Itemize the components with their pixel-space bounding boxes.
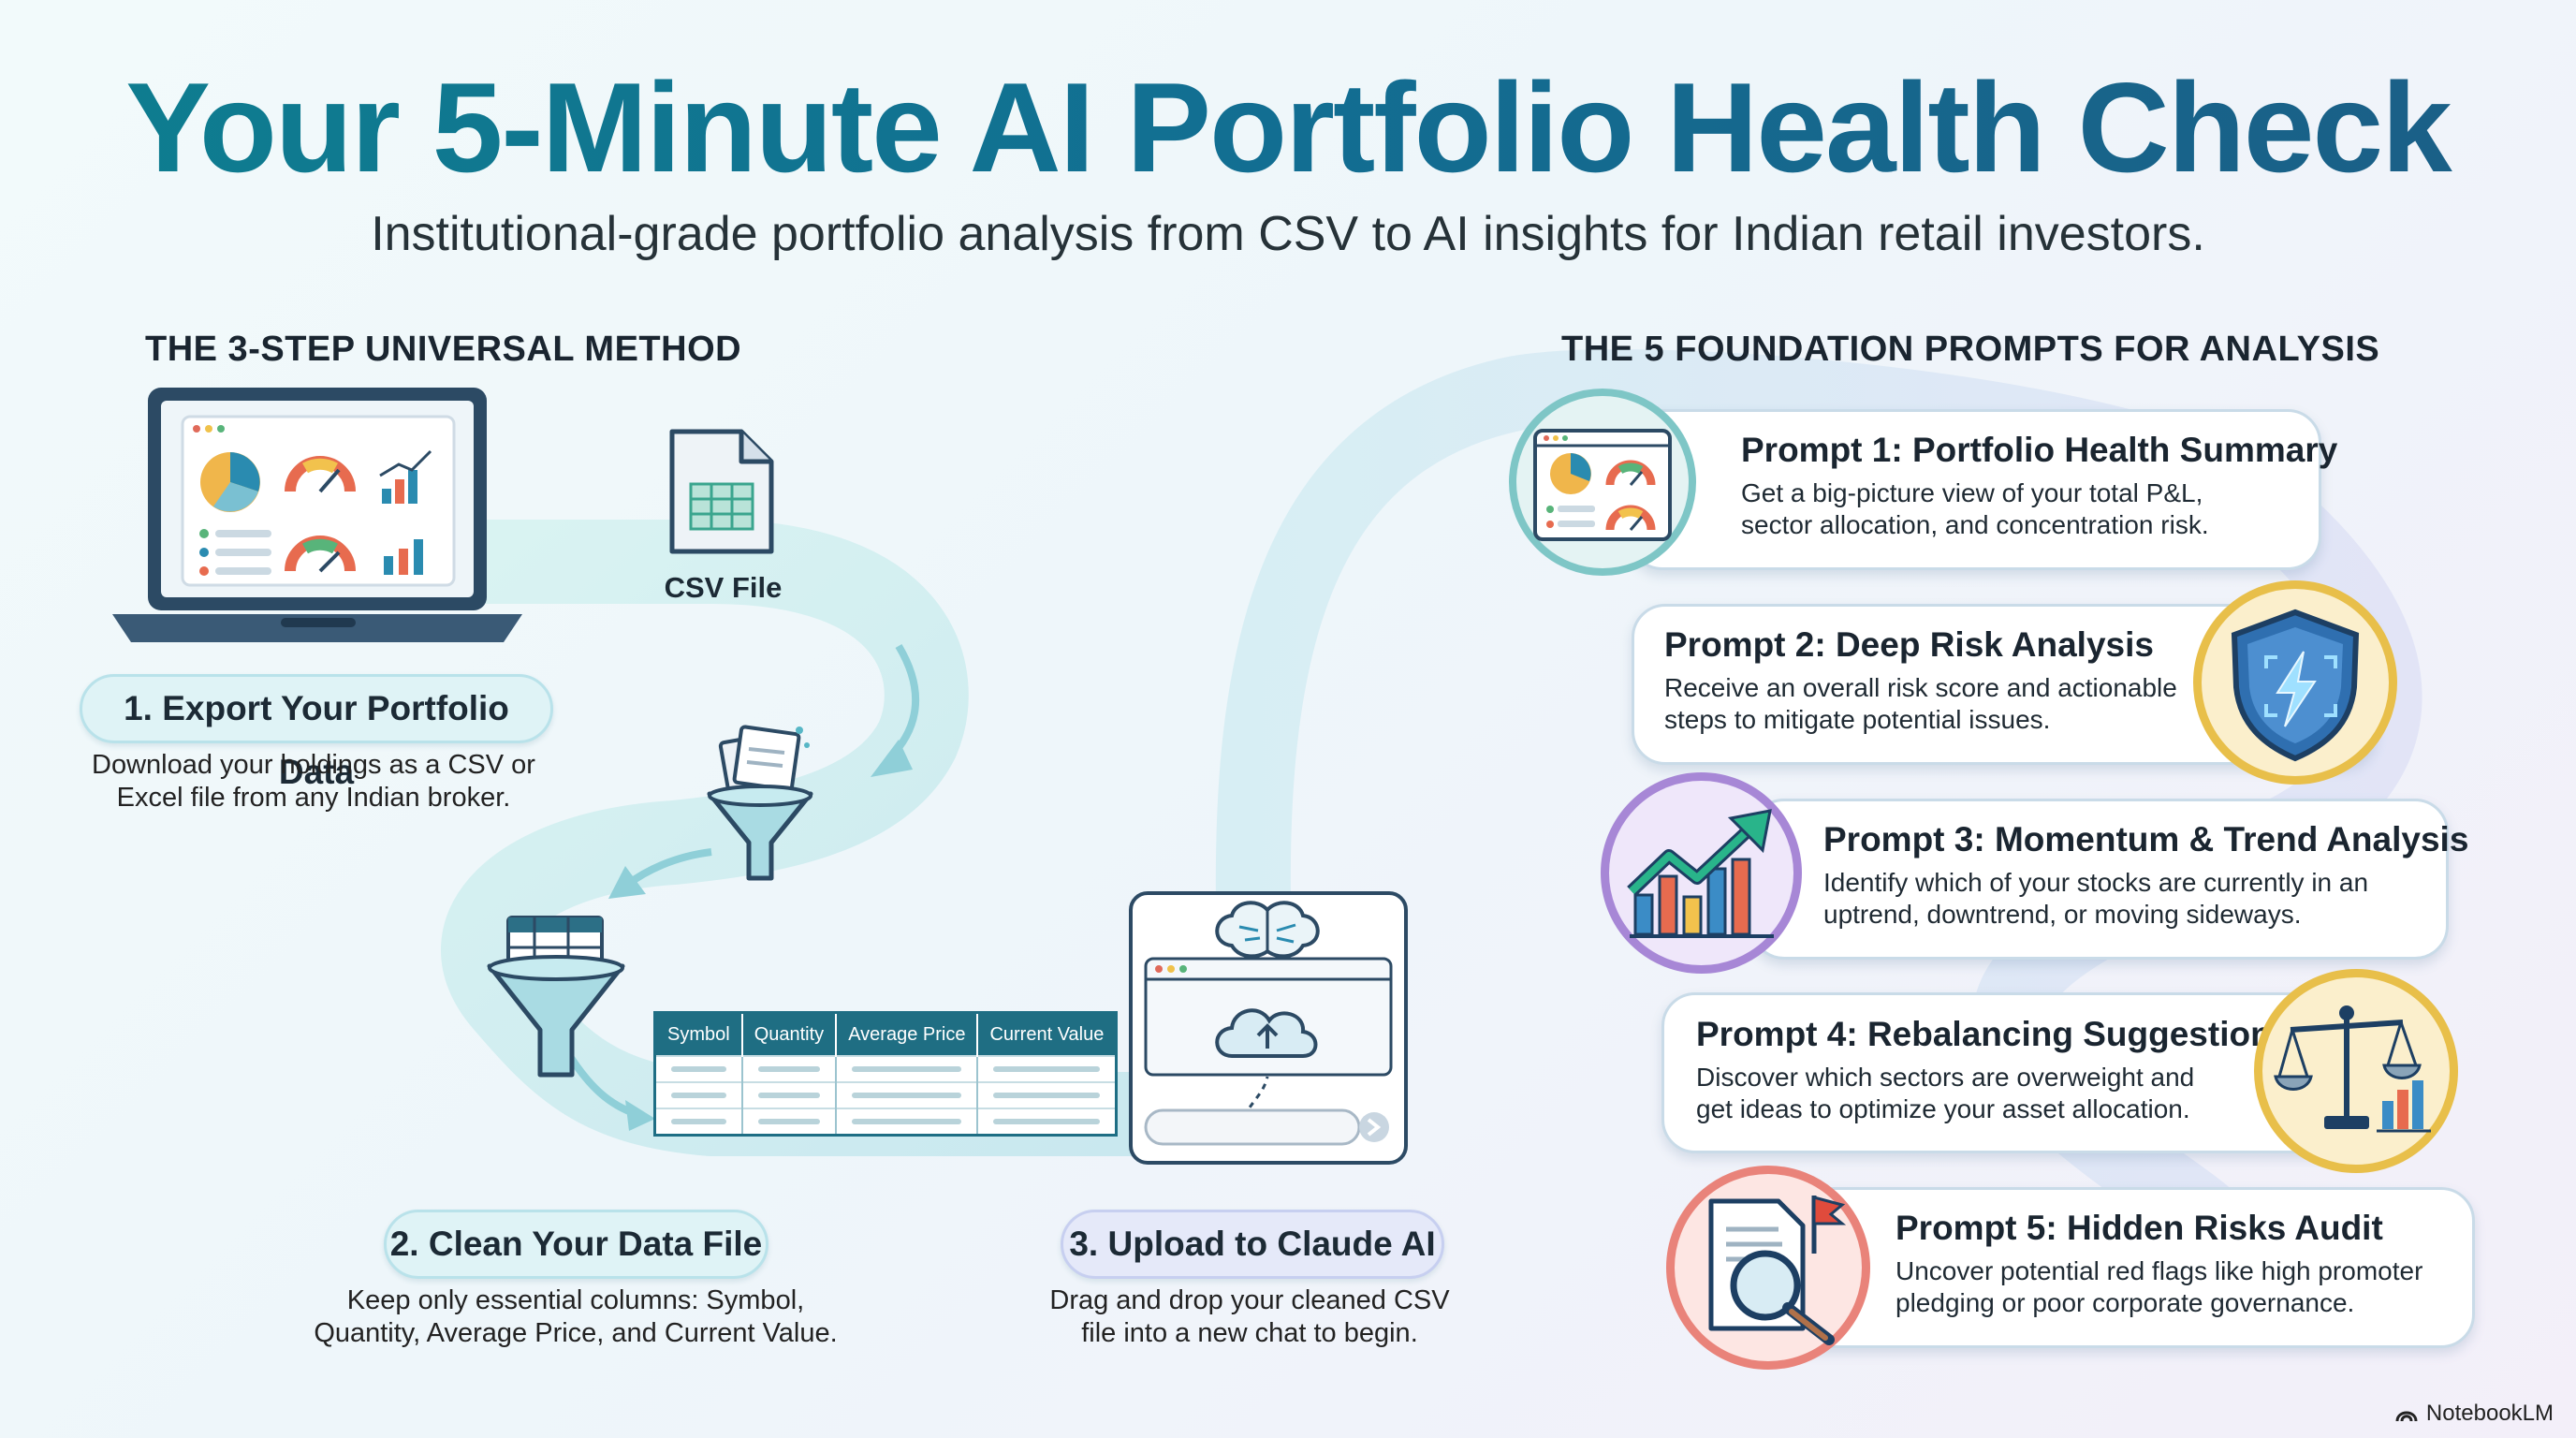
prompt-5-desc-line-1: Uncover potential red flags like high pr… [1895, 1256, 2423, 1285]
step-2-desc-line-1: Keep only essential columns: Symbol, [346, 1285, 805, 1315]
table-header-quantity: Quantity [741, 1012, 838, 1056]
step-1-desc-line-2: Excel file from any Indian broker. [116, 783, 511, 813]
shield-icon [2193, 580, 2397, 785]
csv-file-icon [669, 429, 774, 554]
prompt-3-desc-line-1: Identify which of your stocks are curren… [1823, 868, 2369, 897]
table-row [654, 1108, 1118, 1136]
csv-file-label: CSV File [664, 571, 783, 604]
upload-window-icon [1129, 891, 1408, 1165]
prompt-2-desc-line-2: steps to mitigate potential issues. [1664, 705, 2051, 734]
prompt-1-card [1629, 409, 2321, 570]
prompt-2-description: Receive an overall risk score and action… [1664, 672, 2226, 736]
step-3-desc-line-2: file into a new chat to begin. [1081, 1318, 1418, 1348]
prompt-4-title: Prompt 4: Rebalancing Suggestions [1696, 1015, 2291, 1053]
prompt-4-description: Discover which sectors are overweight an… [1696, 1062, 2239, 1125]
step-3-pill: 3. Upload to Claude AI [1061, 1210, 1444, 1279]
table-header-average-price: Average Price [836, 1012, 979, 1056]
balance-scale-icon [2254, 969, 2458, 1173]
prompt-1-desc-line-1: Get a big-picture view of your total P&L… [1741, 478, 2203, 507]
prompt-5-desc-line-2: pledging or poor corporate governance. [1895, 1288, 2355, 1317]
prompt-2-desc-line-1: Receive an overall risk score and action… [1664, 673, 2177, 702]
cleaned-csv-table: Symbol Quantity Average Price Current Va… [653, 1011, 1119, 1137]
prompt-4-desc-line-2: get ideas to optimize your asset allocat… [1696, 1094, 2190, 1123]
step-1-pill: 1. Export Your Portfolio Data [80, 674, 553, 791]
step-1-desc-line-1: Download your holdings as a CSV or [92, 750, 535, 780]
prompt-4-desc-line-1: Discover which sectors are overweight an… [1696, 1063, 2195, 1092]
table-header-symbol: Symbol [654, 1012, 743, 1056]
right-section-heading: THE 5 FOUNDATION PROMPTS FOR ANALYSIS [1561, 330, 2380, 369]
step-2-pill: 2. Clean Your Data File [384, 1210, 768, 1279]
prompt-1-title: Prompt 1: Portfolio Health Summary [1741, 431, 2338, 469]
step-2-description: Keep only essential columns: Symbol, Qua… [281, 1284, 871, 1350]
prompt-3-description: Identify which of your stocks are curren… [1823, 867, 2432, 931]
prompt-5-title: Prompt 5: Hidden Risks Audit [1895, 1209, 2383, 1247]
prompt-2-title: Prompt 2: Deep Risk Analysis [1664, 625, 2154, 664]
trend-chart-icon [1601, 772, 1802, 974]
laptop-dashboard-icon [112, 388, 522, 642]
step-3-desc-line-1: Drag and drop your cleaned CSV [1049, 1285, 1450, 1315]
table-row [654, 1081, 1118, 1108]
footer-brand-label: NotebookLM [2425, 1401, 2554, 1426]
step-2-desc-line-2: Quantity, Average Price, and Current Val… [314, 1318, 838, 1348]
prompt-3-desc-line-2: uptrend, downtrend, or moving sideways. [1823, 900, 2302, 929]
step-3-description: Drag and drop your cleaned CSV file into… [992, 1284, 1507, 1350]
page-title: Your 5-Minute AI Portfolio Health Check [0, 54, 2576, 200]
prompt-1-desc-line-2: sector allocation, and concentration ris… [1741, 510, 2209, 539]
prompt-5-card [1778, 1187, 2475, 1348]
prompt-5-description: Uncover potential red flags like high pr… [1895, 1255, 2457, 1319]
magnifier-document-icon [1666, 1166, 1870, 1370]
table-header-current-value: Current Value [977, 1012, 1118, 1056]
step-1-description: Download your holdings as a CSV or Excel… [47, 749, 580, 814]
notebooklm-logo-icon [2395, 1411, 2418, 1422]
prompt-3-title: Prompt 3: Momentum & Trend Analysis [1823, 820, 2469, 858]
funnel-papers-icon [707, 725, 813, 881]
table-row [654, 1055, 1118, 1082]
left-section-heading: THE 3-STEP UNIVERSAL METHOD [145, 330, 742, 369]
prompt-1-description: Get a big-picture view of your total P&L… [1741, 477, 2303, 541]
dashboard-icon [1509, 389, 1696, 576]
page-subtitle: Institutional-grade portfolio analysis f… [371, 207, 2205, 261]
notebooklm-brand: NotebookLM [2394, 1401, 2554, 1427]
prompt-3-card [1750, 799, 2449, 960]
funnel-table-icon [487, 916, 625, 1078]
